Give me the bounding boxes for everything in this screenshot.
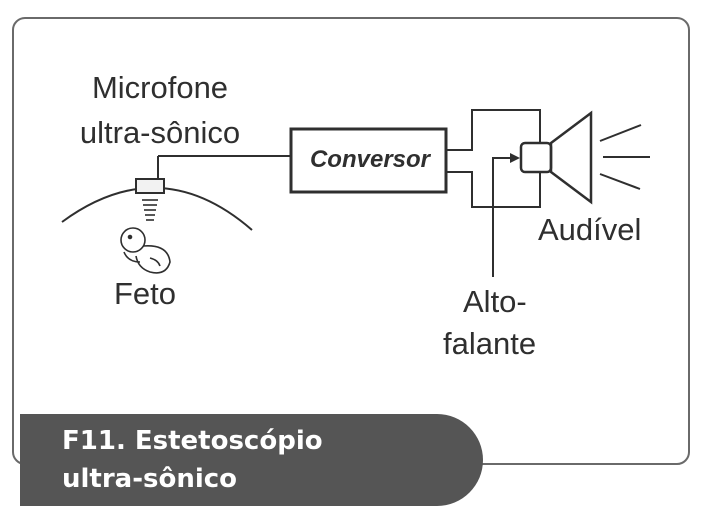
- figure-caption-text: F11. Estetoscópio ultra-sônico: [62, 426, 323, 494]
- converter-label: Conversor: [309, 146, 431, 173]
- sound-waves-icon: [599, 124, 650, 190]
- label-feto: Feto: [114, 276, 177, 311]
- label-alto: Alto-: [463, 284, 527, 319]
- converter-box: [289, 127, 448, 194]
- speaker-magnet: [519, 141, 553, 174]
- label-microfone-line2: ultra-sônico: [79, 115, 241, 150]
- label-audivel: Audível: [538, 212, 642, 247]
- ultrasound-waves-icon: [142, 199, 158, 221]
- speaker-cone: [549, 110, 593, 205]
- fetus-icon: [120, 227, 171, 274]
- converter-speaker-wires: [446, 109, 541, 208]
- microphone-icon: [135, 178, 165, 194]
- figure-caption-banner: F11. Estetoscópio ultra-sônico: [20, 414, 483, 506]
- label-falante: falante: [443, 326, 537, 361]
- belly-curve: [61, 187, 253, 231]
- label-microfone-line1: Microfone: [91, 70, 229, 105]
- speaker-pointer-arrow: [492, 153, 520, 277]
